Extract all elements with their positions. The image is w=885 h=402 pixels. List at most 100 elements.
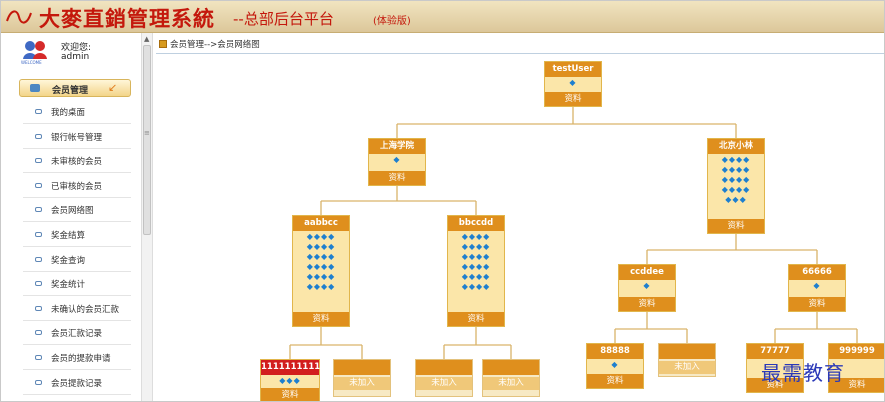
tree-node-name: 77777	[747, 344, 803, 359]
node-detail-button[interactable]: 资料	[448, 312, 504, 326]
tree-node[interactable]: 11111111111◆◆◆ 资料	[260, 359, 326, 401]
sidebar-item[interactable]: 未确认的会员汇款	[23, 297, 131, 321]
diamond-icon: ◆	[393, 155, 401, 164]
diamond-icon: ◆◆◆	[279, 376, 301, 385]
node-detail-button[interactable]: 资料	[619, 297, 675, 311]
sidebar-item[interactable]: 会员的提款申请	[23, 346, 131, 370]
empty-slot-label: 未加入	[416, 377, 472, 390]
breadcrumb: 会员管理-->会员网络图	[159, 38, 260, 52]
app-title: 大麥直銷管理系統	[39, 6, 215, 31]
tree-node-name: aabbcc	[293, 216, 349, 231]
sidebar-item[interactable]: 奖金统计	[23, 272, 131, 297]
tree-connector-lines	[289, 107, 858, 359]
scroll-up-icon[interactable]: ▲	[144, 35, 150, 43]
tree-node[interactable]: 999999 资料	[828, 343, 884, 393]
empty-slot-label: 未加入	[334, 377, 390, 390]
empty-slot-header	[416, 360, 472, 375]
tree-node-name: 11111111111	[261, 360, 326, 375]
member-network-tree: testUser◆资料上海学院◆资料北京小林◆◆◆◆ ◆◆◆◆ ◆◆◆◆ ◆◆◆…	[156, 33, 884, 401]
sidebar-item[interactable]: 未审核的会员	[23, 149, 131, 174]
tree-empty-slot[interactable]: 未加入	[482, 359, 540, 397]
node-detail-button[interactable]: 资料	[369, 171, 425, 185]
node-detail-button[interactable]: 资料	[545, 92, 601, 106]
folder-icon	[30, 84, 40, 92]
tree-node-name: 999999	[829, 344, 884, 359]
arrow-down-icon: ↙	[108, 81, 118, 94]
sidebar-item-label: 会员网络图	[51, 206, 94, 217]
tree-empty-slot[interactable]: 未加入	[415, 359, 473, 397]
node-detail-button[interactable]: 资料	[587, 374, 643, 388]
empty-slot-header	[659, 344, 715, 359]
users-avatar-icon: WELCOME	[21, 41, 47, 65]
welcome-block: WELCOME 欢迎您: admin	[21, 39, 141, 67]
menu-bullet-icon	[35, 305, 42, 311]
menu-bullet-icon	[35, 330, 42, 336]
node-detail-button[interactable]: 资料	[789, 297, 845, 311]
sidebar-item-label: 会员汇款记录	[51, 329, 103, 340]
menu-bullet-icon	[35, 256, 42, 262]
breadcrumb-icon	[159, 40, 167, 48]
logo-mark-icon	[6, 10, 32, 24]
sidebar-item-label: 未审核的会员	[51, 157, 103, 168]
empty-slot-label: 未加入	[483, 377, 539, 390]
sidebar-item[interactable]: 会员提款记录	[23, 371, 131, 395]
app-version-label: (体验版)	[373, 16, 411, 27]
menu-bullet-icon	[35, 182, 42, 188]
tree-node-name: 66666	[789, 265, 845, 280]
diamond-icon: ◆◆◆◆ ◆◆◆◆ ◆◆◆◆ ◆◆◆◆ ◆◆◆◆ ◆◆◆◆	[461, 232, 491, 291]
tree-node[interactable]: 上海学院◆ 资料	[368, 138, 426, 186]
sidebar-item[interactable]: 已审核的会员	[23, 174, 131, 198]
menu-bullet-icon	[35, 355, 42, 360]
tree-empty-slot[interactable]: 未加入	[658, 343, 716, 377]
diamond-icon: ◆◆◆◆ ◆◆◆◆ ◆◆◆◆ ◆◆◆◆ ◆◆◆	[721, 155, 751, 204]
tree-node[interactable]: 77777 资料	[746, 343, 804, 393]
tree-node-name: 北京小林	[708, 139, 764, 154]
menu-bullet-icon	[35, 109, 42, 114]
menu-bullet-icon	[35, 281, 42, 287]
scroll-grip-icon: ≡	[144, 129, 150, 137]
tree-node-name: 上海学院	[369, 139, 425, 154]
tree-node[interactable]: testUser◆资料	[544, 61, 602, 107]
sidebar-item[interactable]: 奖金查询	[23, 248, 131, 272]
scrollbar-thumb[interactable]	[143, 45, 151, 235]
tree-empty-slot[interactable]: 未加入	[333, 359, 391, 397]
sidebar-item[interactable]: 会员汇款记录	[23, 321, 131, 346]
tree-node[interactable]: aabbcc◆◆◆◆ ◆◆◆◆ ◆◆◆◆ ◆◆◆◆ ◆◆◆◆ ◆◆◆◆ 资料	[292, 215, 350, 327]
empty-slot-header	[483, 360, 539, 375]
node-detail-button[interactable]: 资料	[261, 388, 319, 401]
node-detail-button[interactable]: 资料	[708, 219, 764, 233]
app-subtitle: --总部后台平台	[233, 10, 334, 28]
menu-bullet-icon	[35, 207, 42, 213]
app-header: 大麥直銷管理系統 --总部后台平台 (体验版)	[1, 1, 884, 33]
sidebar-item[interactable]: 会员网络图	[23, 198, 131, 223]
menu-bullet-icon	[35, 158, 42, 164]
diamond-icon: ◆◆◆◆ ◆◆◆◆ ◆◆◆◆ ◆◆◆◆ ◆◆◆◆ ◆◆◆◆	[306, 232, 336, 291]
main-content: 会员管理-->会员网络图 testUser◆资料上海学院◆资料北京小林◆◆◆◆ …	[156, 33, 884, 401]
sidebar-item-label: 银行帐号管理	[51, 132, 103, 143]
menu-section-member-management[interactable]: 会员管理 ↙	[19, 79, 131, 97]
welcome-logo-text: WELCOME	[21, 60, 42, 65]
diamond-icon: ◆	[813, 281, 821, 290]
breadcrumb-divider	[156, 53, 884, 54]
sidebar-item-label: 会员的提款申请	[51, 354, 111, 364]
sidebar-item[interactable]: 奖金结算	[23, 223, 131, 247]
sidebar-item[interactable]: 我的桌面	[23, 100, 131, 124]
tree-node[interactable]: bbccdd◆◆◆◆ ◆◆◆◆ ◆◆◆◆ ◆◆◆◆ ◆◆◆◆ ◆◆◆◆资料	[447, 215, 505, 327]
welcome-greeting: 欢迎您:	[61, 43, 92, 53]
menu-section-label: 会员管理	[52, 86, 89, 96]
tree-node-name: testUser	[545, 62, 601, 77]
empty-slot-label: 未加入	[659, 361, 715, 374]
tree-node[interactable]: 88888◆资料	[586, 343, 644, 389]
sidebar-item-label: 已审核的会员	[51, 181, 103, 192]
sidebar-item-label: 奖金查询	[51, 255, 86, 266]
menu-bullet-icon	[35, 133, 42, 139]
tree-node[interactable]: 66666◆ 资料	[788, 264, 846, 312]
sidebar-scrollbar[interactable]: ▲ ≡	[141, 33, 153, 401]
tree-node-name: 88888	[587, 344, 643, 359]
node-detail-button[interactable]: 资料	[747, 378, 803, 392]
sidebar-item[interactable]: 银行帐号管理	[23, 125, 131, 149]
tree-node[interactable]: 北京小林◆◆◆◆ ◆◆◆◆ ◆◆◆◆ ◆◆◆◆ ◆◆◆ 资料	[707, 138, 765, 234]
node-detail-button[interactable]: 资料	[293, 312, 349, 326]
tree-node[interactable]: ccddee◆资料	[618, 264, 676, 312]
node-detail-button[interactable]: 资料	[829, 378, 884, 392]
